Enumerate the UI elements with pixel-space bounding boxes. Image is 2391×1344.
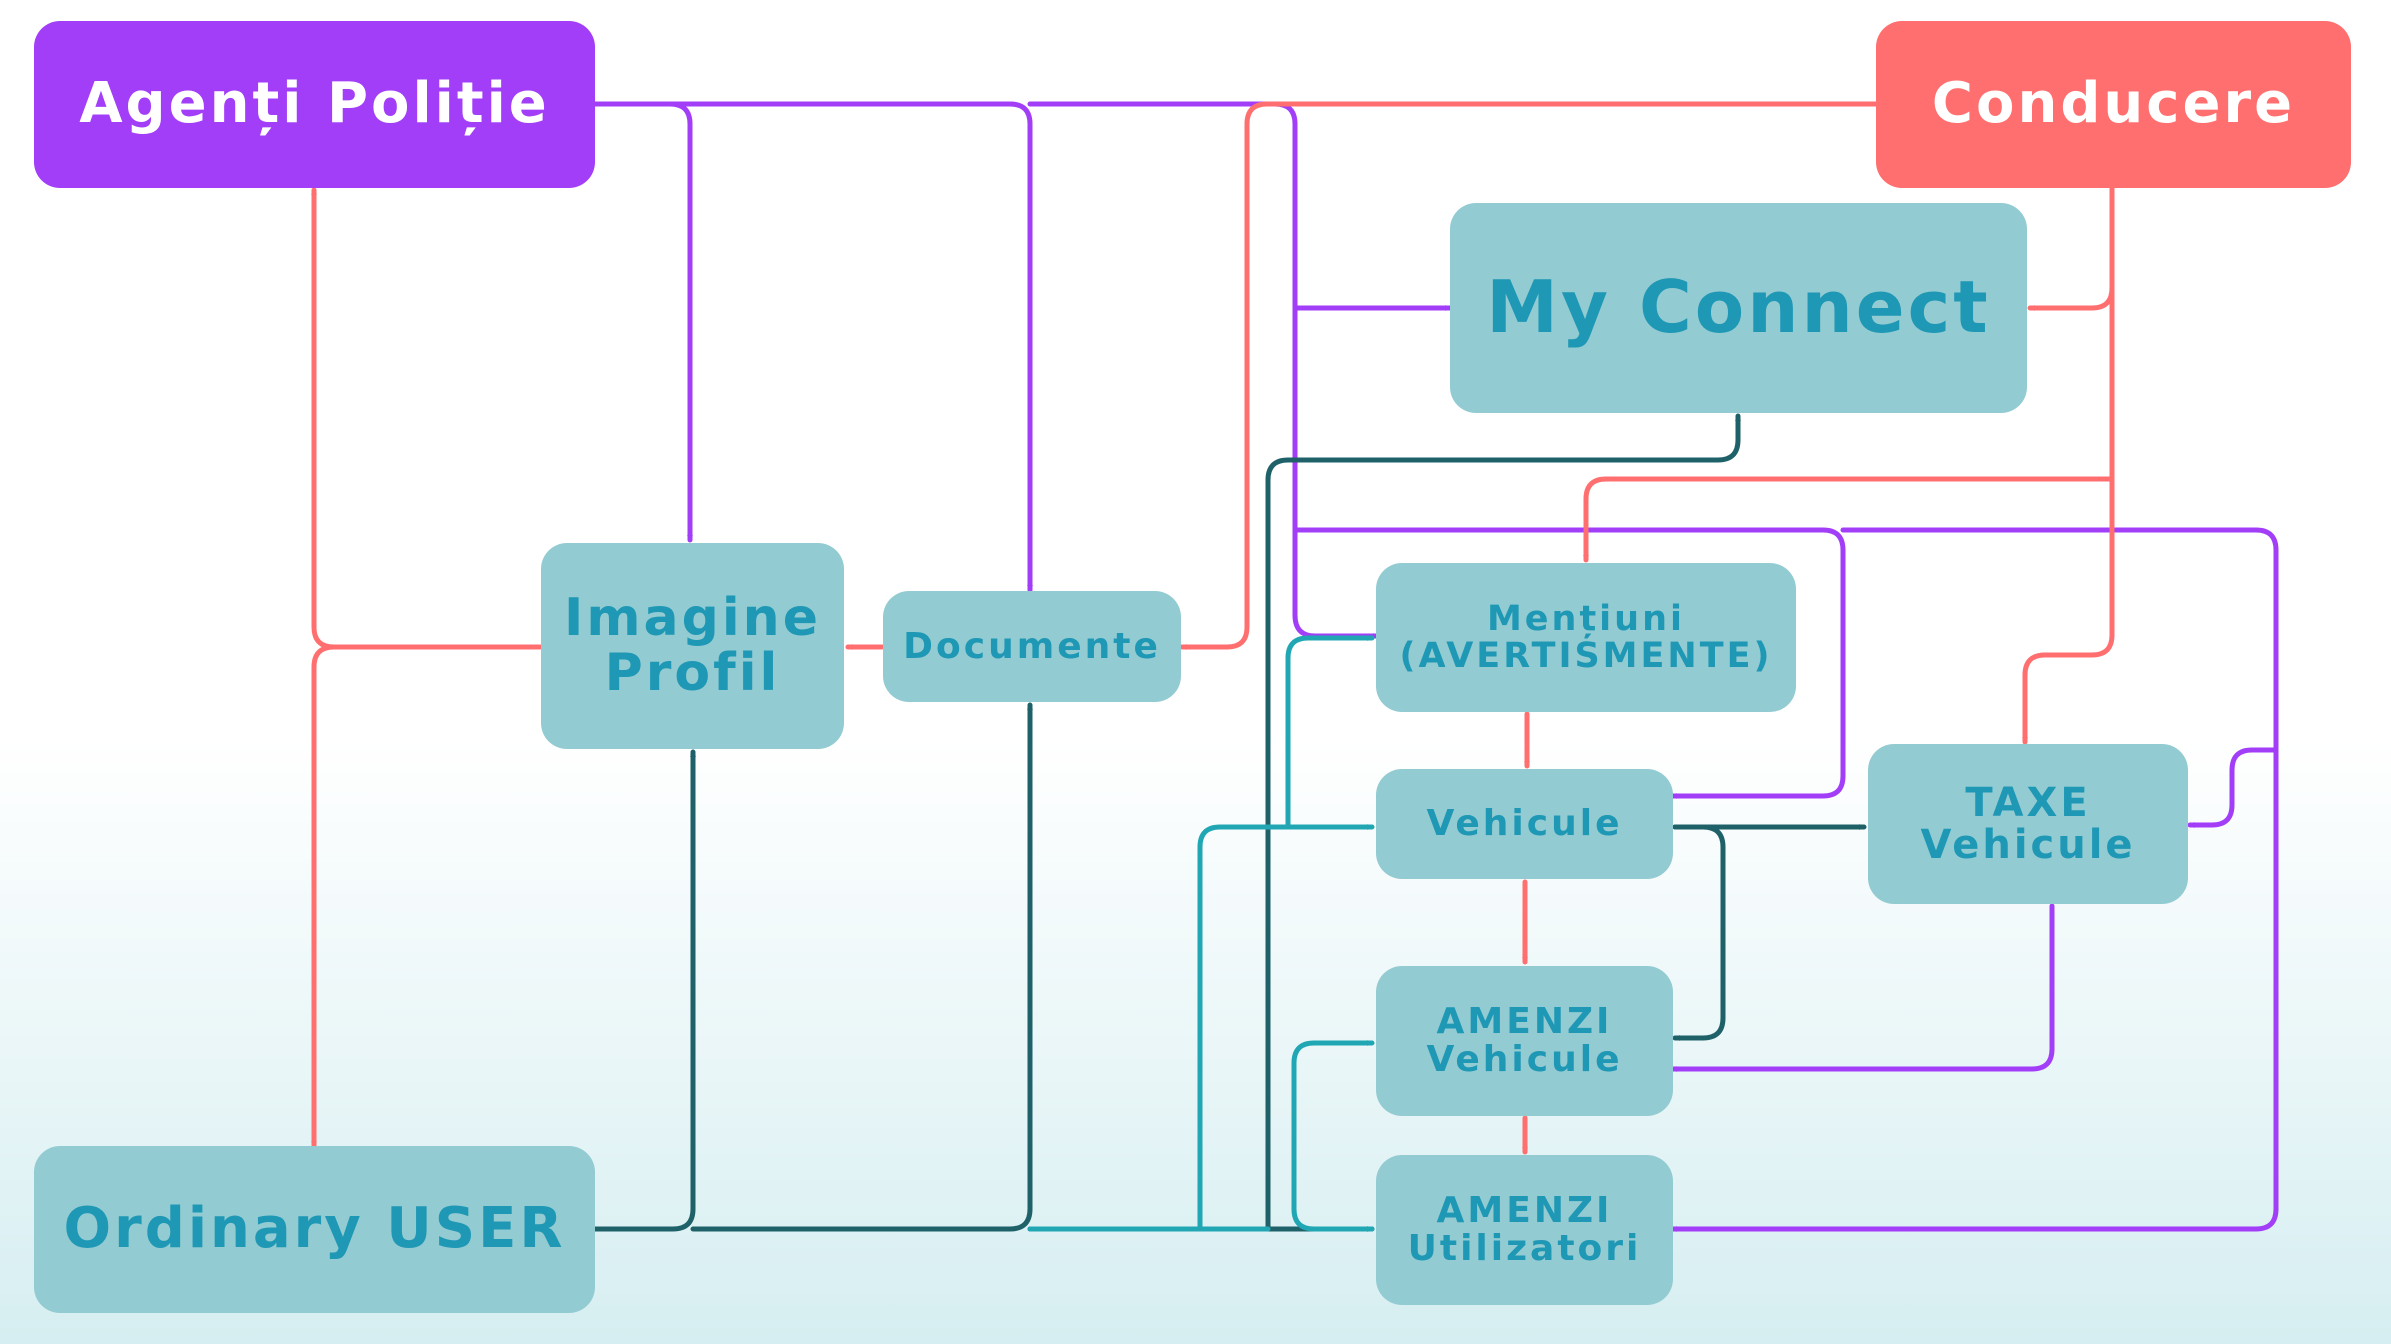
module-my-connect-label: My Connect — [1486, 265, 1991, 350]
link-police-mentiuni — [1292, 305, 1381, 636]
module-taxe-vehicule: TAXE Vehicule — [1868, 744, 2188, 904]
link-police-documente — [592, 101, 1030, 593]
link-conducere-my-connect — [2027, 185, 2115, 308]
link-taxe-amenzi-vehicule — [1669, 903, 2055, 1069]
module-taxe-vehicule-line-1: TAXE — [1965, 780, 2091, 826]
link-user-imagine-profil — [592, 749, 693, 1232]
module-imagine-profil-line-1: Imagine — [564, 588, 821, 649]
module-imagine-profil: Imagine Profil — [541, 543, 844, 749]
module-vehicule: Vehicule — [1376, 769, 1673, 879]
module-mentiuni: Mențiuni (AVERTISMENTE) — [1376, 563, 1796, 712]
link-user-documente — [690, 702, 1030, 1232]
link-police-amenzi-utilizatori — [1669, 527, 2279, 1229]
role-ordinary-user: Ordinary USER — [34, 1146, 595, 1313]
module-amenzi-utilizatori-line-2: Utilizatori — [1407, 1228, 1642, 1269]
module-imagine-profil-line-2: Profil — [604, 643, 781, 703]
module-documente-label: Documente — [903, 625, 1161, 667]
link-vehicule-amenzi-vehicule-bidir — [1675, 827, 1726, 1038]
module-mentiuni-line-2: (AVERTISMENTE) — [1399, 635, 1773, 676]
link-conducere-documente — [1179, 101, 1879, 647]
module-my-connect: My Connect — [1450, 203, 2027, 413]
module-mentiuni-line-1: Mențiuni — [1486, 598, 1686, 639]
module-amenzi-vehicule: AMENZI Vehicule — [1376, 966, 1673, 1116]
link-conducere-mentiuni — [1586, 476, 2115, 563]
link-user-my-connect — [1265, 413, 1738, 1232]
module-amenzi-utilizatori: AMENZI Utilizatori — [1376, 1155, 1673, 1305]
link-user-mentiuni — [1285, 638, 1375, 830]
link-imagine-to-police — [314, 187, 543, 650]
role-agenti-politie: Agenți Poliție — [34, 21, 595, 188]
module-amenzi-utilizatori-line-1: AMENZI — [1436, 1190, 1613, 1232]
module-taxe-vehicule-line-2: Vehicule — [1920, 822, 2136, 868]
module-amenzi-vehicule-line-1: AMENZI — [1436, 1001, 1613, 1043]
role-conducere: Conducere — [1876, 21, 2351, 188]
link-user-vehicule — [1197, 827, 1375, 1232]
link-police-vehicule — [1292, 527, 1846, 796]
role-agenti-politie-label: Agenți Poliție — [79, 71, 550, 137]
link-police-my-connect — [1027, 101, 1453, 308]
module-documente: Documente — [883, 591, 1181, 702]
module-vehicule-label: Vehicule — [1426, 803, 1623, 845]
role-conducere-label: Conducere — [1931, 71, 2296, 137]
module-amenzi-vehicule-line-2: Vehicule — [1426, 1039, 1623, 1080]
link-police-taxe-vehicule — [2187, 747, 2279, 825]
role-ordinary-user-label: Ordinary USER — [63, 1196, 566, 1262]
link-police-imagine-profil — [592, 101, 690, 543]
link-conducere-taxe-vehicule — [2025, 632, 2115, 745]
link-imagine-to-user — [314, 644, 337, 1149]
link-user-amenzi-vehicule — [1291, 1043, 1375, 1232]
